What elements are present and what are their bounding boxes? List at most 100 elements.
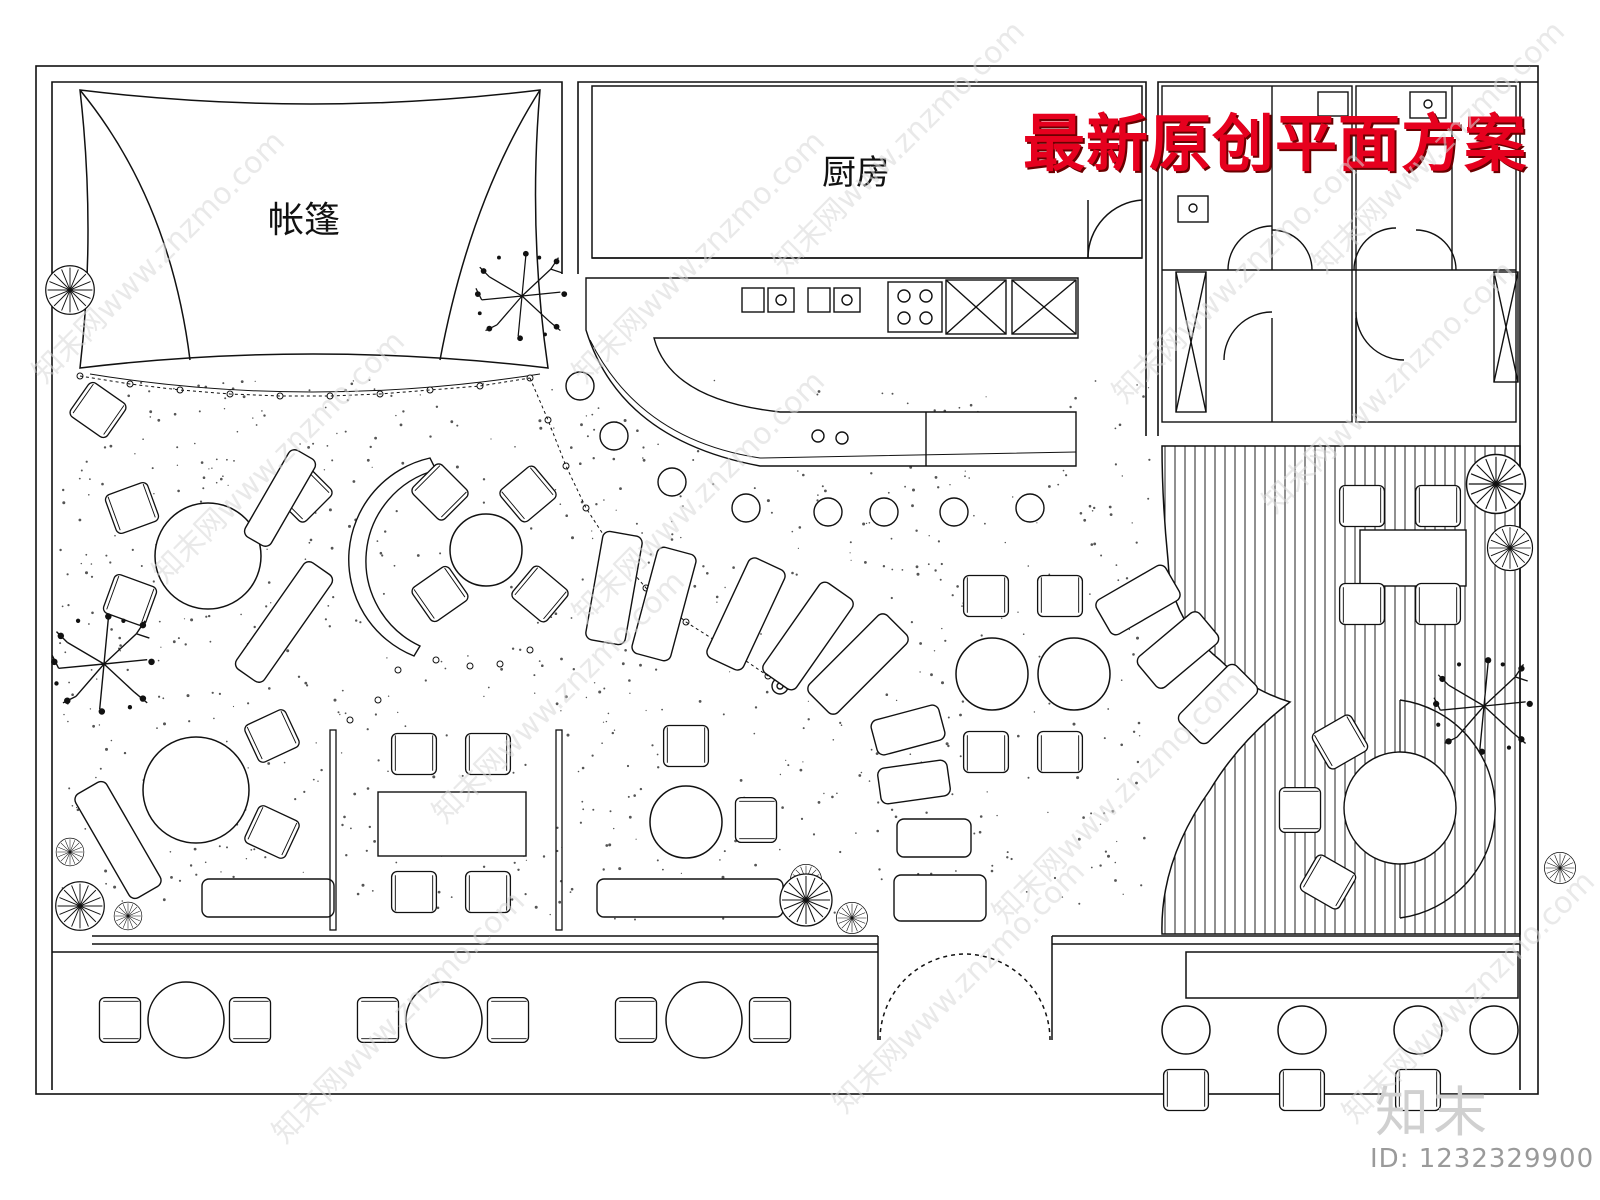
speck (642, 446, 645, 449)
speck (312, 442, 315, 445)
speck (193, 847, 197, 851)
shrub-icon (779, 873, 833, 927)
speck (332, 596, 335, 599)
speck (565, 514, 568, 517)
speck (95, 776, 97, 779)
speck (62, 488, 65, 492)
speck (1099, 823, 1102, 825)
speck (105, 882, 107, 885)
speck (978, 830, 982, 834)
speck (91, 611, 94, 615)
speck (542, 855, 546, 858)
speck (941, 681, 944, 685)
speck (317, 780, 319, 782)
speck (245, 858, 248, 860)
speck (941, 627, 943, 630)
speck (1036, 522, 1038, 524)
speck (875, 752, 879, 755)
speck (211, 691, 214, 694)
speck (1017, 611, 1019, 613)
speck (374, 713, 377, 716)
speck (134, 453, 136, 455)
speck (880, 878, 883, 881)
speck (817, 494, 819, 496)
shrub-icon (55, 837, 85, 867)
speck (906, 402, 909, 405)
speck (157, 418, 161, 422)
light-bulb (582, 504, 590, 512)
chair-icon (486, 996, 530, 1044)
speck (283, 761, 286, 764)
speck (123, 751, 127, 755)
speck (628, 815, 632, 819)
speck (397, 711, 399, 714)
speck (916, 572, 920, 576)
speck (1107, 708, 1110, 710)
speck (149, 416, 152, 418)
speck (645, 709, 647, 712)
round-table-icon (665, 981, 743, 1059)
speck (327, 605, 330, 607)
speck (823, 792, 825, 795)
speck (564, 695, 568, 699)
light-bulb (526, 646, 534, 654)
speck (88, 494, 90, 496)
speck (483, 695, 485, 698)
speck (642, 458, 646, 462)
partition-posts (329, 729, 563, 931)
speck (836, 792, 838, 795)
speck (402, 410, 405, 413)
bar-stool (813, 497, 843, 527)
chair-icon (614, 996, 658, 1044)
bar-stool (939, 497, 969, 527)
speck (572, 668, 575, 671)
speck (1083, 518, 1087, 522)
speck (533, 674, 536, 677)
chair-icon (390, 870, 438, 914)
speck (178, 879, 182, 882)
speck (153, 493, 155, 495)
speck (1079, 512, 1083, 515)
speck (951, 793, 954, 796)
speck (959, 713, 962, 717)
speck (1072, 722, 1076, 726)
speck (1148, 458, 1151, 461)
speck (170, 876, 173, 879)
speck (195, 873, 198, 876)
speck (1001, 617, 1003, 619)
speck (881, 392, 884, 395)
kitchen-label: 厨房 (822, 153, 890, 193)
speck (1114, 427, 1117, 430)
speck (224, 397, 227, 400)
speck (114, 534, 116, 537)
speck (189, 864, 193, 867)
speck (1062, 469, 1065, 472)
speck (570, 617, 573, 619)
speck (404, 725, 407, 728)
speck (250, 849, 253, 851)
chair-icon (1036, 574, 1084, 618)
speck (553, 427, 555, 429)
speck (326, 445, 329, 447)
speck (352, 480, 356, 483)
light-bulb (544, 416, 552, 424)
speck (176, 464, 179, 466)
speck (261, 410, 263, 412)
speck (455, 465, 459, 469)
chair-icon (103, 480, 161, 536)
speck (71, 693, 74, 696)
bench-slab (201, 878, 335, 918)
speck (1033, 711, 1036, 713)
speck (990, 869, 994, 873)
speck (560, 657, 563, 661)
speck (595, 503, 598, 506)
speck (90, 575, 94, 578)
light-bulb (346, 716, 354, 724)
speck (157, 659, 160, 662)
chair-icon (962, 574, 1010, 618)
chair-icon (1036, 730, 1084, 774)
speck (732, 566, 735, 569)
speck (956, 585, 959, 588)
speck (1117, 579, 1120, 582)
speck (199, 500, 203, 503)
